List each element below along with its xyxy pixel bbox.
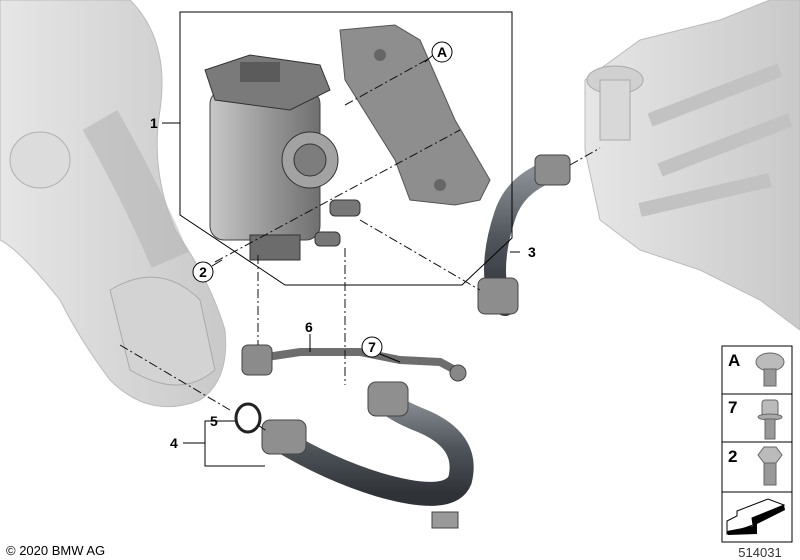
callout-6: 6 (305, 319, 313, 335)
assembly-lines (119, 57, 601, 433)
o-ring-5 (234, 402, 262, 434)
callout-7: 7 (361, 336, 383, 358)
intake-duct (0, 0, 227, 408)
fuel-line-6 (241, 344, 467, 382)
callout-5: 5 (210, 413, 218, 429)
copyright: © 2020 BMW AG (6, 543, 105, 558)
pan-head-screw-icon (755, 352, 785, 387)
diagram-number: 514031 (738, 545, 781, 560)
legend-label-2: 2 (728, 447, 737, 466)
legend-label-7: 7 (728, 398, 737, 417)
fuel-hose-3 (477, 154, 571, 316)
callout-1: 1 (150, 115, 158, 131)
callout-2: 2 (192, 261, 214, 283)
callout-leaders (162, 54, 520, 467)
svg-text:A: A (437, 44, 447, 60)
intake-manifold (584, 0, 800, 331)
fuel-filter-housing (204, 54, 361, 261)
callout-3: 3 (528, 244, 536, 260)
fuel-hose-4 (261, 381, 474, 529)
filter-bracket (339, 24, 491, 206)
svg-text:7: 7 (368, 339, 376, 355)
hex-bolt-icon (757, 446, 783, 486)
callout-A: A (431, 41, 453, 63)
legend-label-A: A (728, 351, 740, 370)
callout-4: 4 (170, 435, 178, 451)
assembly-outline (179, 11, 513, 286)
direction-arrow-icon (726, 498, 786, 535)
svg-text:2: 2 (199, 264, 207, 280)
socket-head-screw-icon (757, 399, 783, 440)
fastener-legend: A 7 2 (721, 345, 793, 543)
